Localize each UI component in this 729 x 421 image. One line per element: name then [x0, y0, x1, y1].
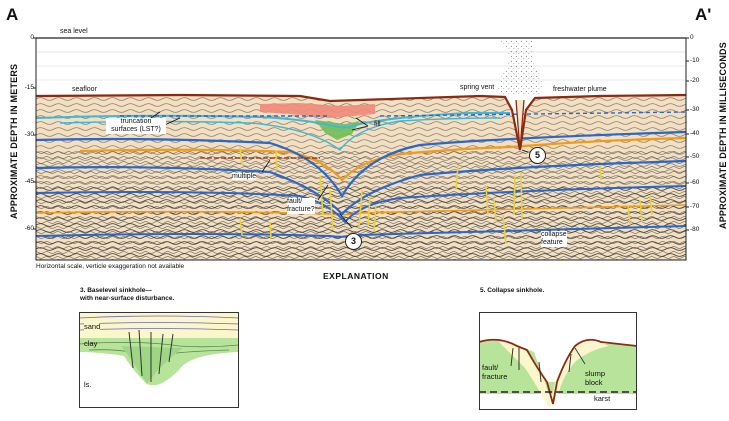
- y-left-tick: 0: [30, 34, 34, 41]
- scale-note: Horizontal scale, verticle exaggeration …: [36, 263, 185, 270]
- y-left-tick: -15: [24, 84, 34, 91]
- limestone-label: ls.: [84, 380, 92, 389]
- truncation-surfaces-label: truncation surfaces (LST?): [106, 118, 166, 134]
- panel-3-sketch: [79, 312, 239, 408]
- freshwater-plume-label: freshwater plume: [553, 86, 607, 93]
- y-right-tick: -80: [690, 226, 700, 233]
- y-left-tick: -30: [24, 131, 34, 138]
- slump-block-label: slump block: [585, 369, 606, 387]
- y-right-tick: -50: [690, 153, 700, 160]
- y-right-tick: -10: [690, 57, 700, 64]
- y-right-tick: -40: [690, 130, 700, 137]
- y-right-tick: 0: [690, 34, 694, 41]
- section-label-a-prime: A': [695, 5, 712, 24]
- marker-3: 3: [345, 233, 362, 250]
- panel-5-fault-label: fault/ fracture: [482, 363, 508, 381]
- y-right-tick: -70: [690, 203, 700, 210]
- seafloor-label: seafloor: [72, 86, 97, 93]
- panel-5-sketch: [479, 312, 637, 410]
- karst-label: karst: [594, 394, 611, 403]
- y-right-tick: -60: [690, 179, 700, 186]
- section-label-a: A: [6, 5, 19, 24]
- y-right-tick: -30: [690, 106, 700, 113]
- fault-fracture-label: fault/ fracture?: [287, 198, 315, 214]
- marker-5: 5: [529, 147, 546, 164]
- multiple-label: multiple: [232, 173, 257, 180]
- y-left-tick: -45: [24, 178, 34, 185]
- fill-label: fill: [374, 121, 381, 128]
- y-left-tick: -60: [24, 225, 34, 232]
- clay-label: clay: [84, 339, 98, 348]
- panel-3-caption: 3. Baselevel sinkhole— with near-surface…: [80, 287, 175, 302]
- explanation-heading: EXPLANATION: [323, 271, 389, 281]
- panel-5-caption: 5. Collapse sinkhole.: [480, 287, 545, 294]
- sand-label: sand: [84, 322, 101, 331]
- y-right-tick: -20: [690, 77, 700, 84]
- sea-level-label: sea level: [60, 28, 88, 35]
- collapse-feature-label: collapse feature: [541, 231, 567, 247]
- spring-vent-label: spring vent: [460, 84, 495, 91]
